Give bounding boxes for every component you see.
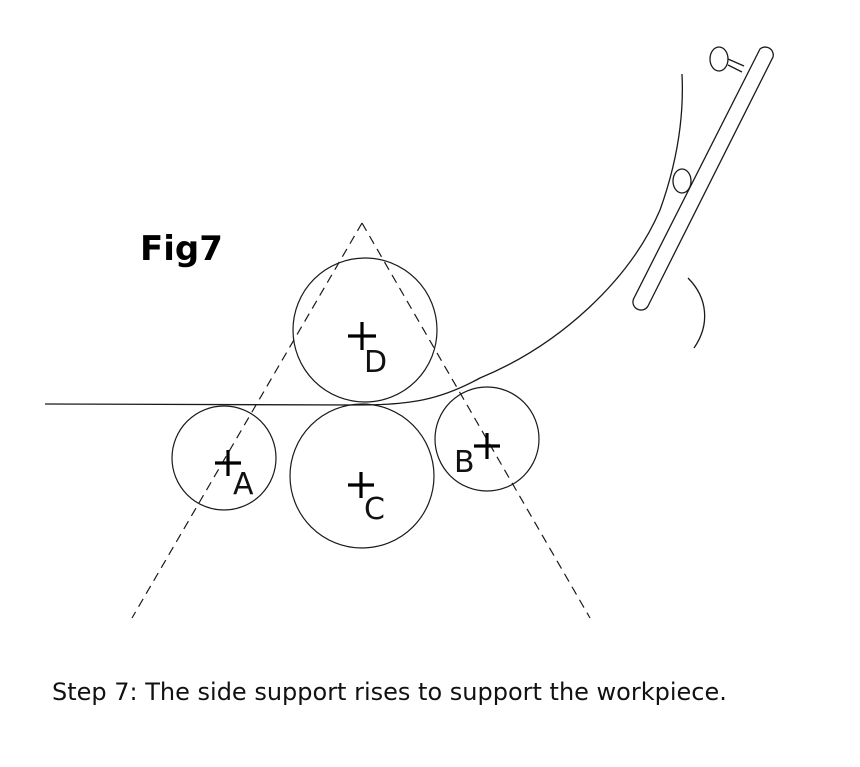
- figure-title: Fig7: [140, 229, 223, 269]
- workpiece-curve: [44, 73, 683, 406]
- roll-c-label: C: [364, 492, 385, 527]
- side-support-arm: [632, 46, 774, 311]
- right-dashed-guide-line: [361, 222, 591, 619]
- side-support-contact-roller: [672, 168, 692, 194]
- side-support-top-pin: [709, 46, 729, 72]
- roll-d: D: [292, 257, 438, 403]
- side-support-pin-link-lower: [727, 64, 743, 73]
- bending-diagram: Fig7 D C A B: [44, 46, 774, 619]
- side-support-pin-link-upper: [727, 58, 745, 67]
- side-support: [632, 46, 774, 311]
- roll-a: A: [171, 405, 277, 511]
- side-support-pivot-arc: [687, 277, 706, 349]
- roll-c: C: [289, 403, 435, 549]
- roll-d-label: D: [364, 345, 387, 380]
- figure-caption: Step 7: The side support rises to suppor…: [52, 678, 727, 706]
- roll-d-circle: [292, 257, 438, 403]
- roll-b-label: B: [454, 445, 475, 480]
- roll-b-circle: [434, 386, 540, 492]
- roll-b: B: [434, 386, 540, 492]
- left-dashed-guide-line: [131, 222, 363, 619]
- roll-a-circle: [171, 405, 277, 511]
- roll-c-circle: [289, 403, 435, 549]
- roll-a-label: A: [233, 467, 254, 502]
